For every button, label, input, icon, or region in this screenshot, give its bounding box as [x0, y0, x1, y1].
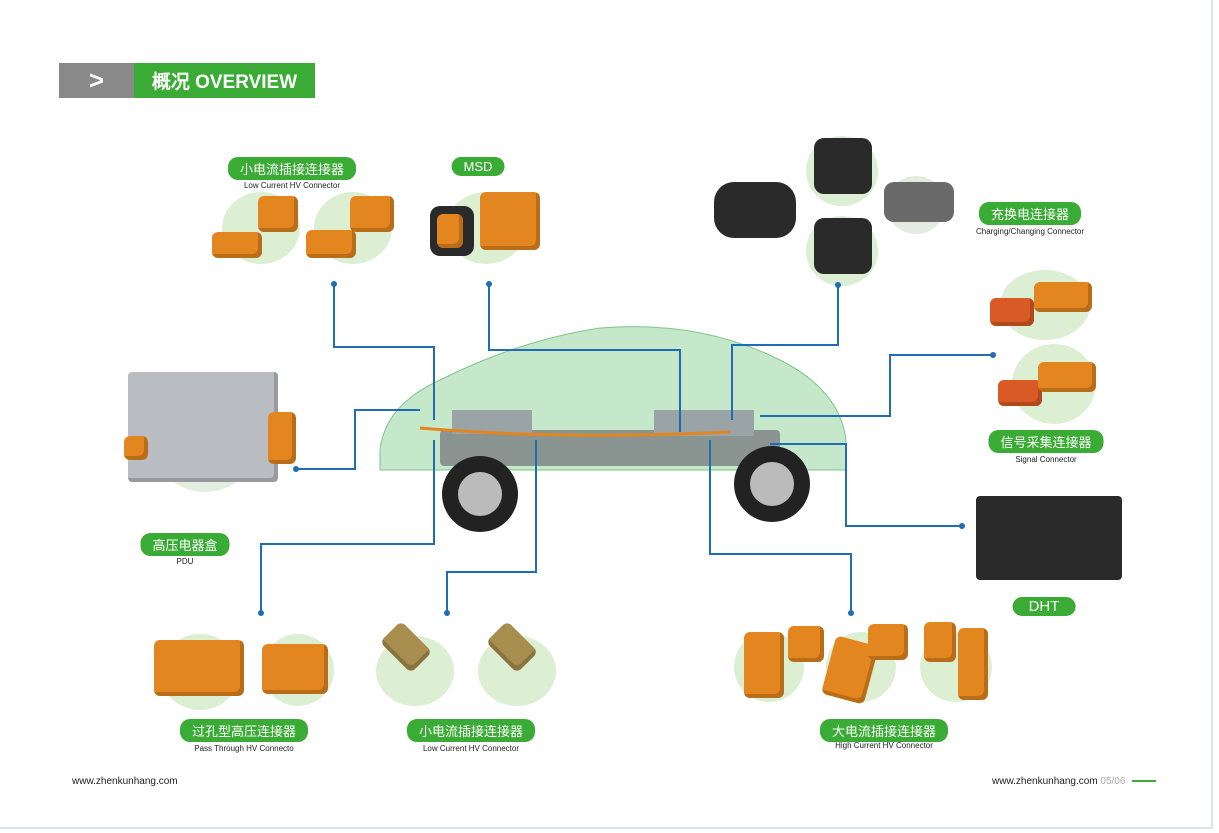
footer-url-left[interactable]: www.zhenkunhang.com [72, 776, 178, 787]
sublabel-pass-through: Pass Through HV Connecto [194, 744, 294, 753]
section-title: 概况 OVERVIEW [134, 63, 315, 98]
footer-right: www.zhenkunhang.com 05/06 [992, 776, 1157, 787]
footer-accent-line [1132, 780, 1157, 783]
label-low-current-bottom: 小电流插接连接器 [406, 719, 536, 742]
page-number: 05/06 [1100, 776, 1126, 787]
sublabel-charging: Charging/Changing Connector [975, 227, 1085, 236]
leader-lines [260, 284, 993, 613]
chevron-right-icon: > [59, 63, 134, 98]
sublabel-low-current-bottom: Low Current HV Connector [422, 744, 520, 753]
footer-url-right[interactable]: www.zhenkunhang.com [992, 776, 1098, 787]
leader-dots [258, 281, 996, 616]
sublabel-high-current: High Current HV Connector [835, 741, 933, 750]
label-low-current-top: 小电流插接连接器 [227, 157, 357, 180]
label-dht: DHT [1012, 597, 1076, 616]
sublabel-low-current-top: Low Current HV Connector [243, 181, 341, 190]
label-signal: 信号采集连接器 [988, 430, 1104, 453]
label-pdu: 高压电器盒 [140, 533, 230, 556]
section-header: > 概况 OVERVIEW [59, 63, 315, 98]
battery-pack [440, 430, 780, 466]
label-charging: 充换电连接器 [978, 202, 1082, 225]
label-high-current: 大电流插接连接器 [819, 719, 949, 742]
label-msd: MSD [451, 157, 505, 176]
label-pass-through: 过孔型高压连接器 [179, 719, 309, 742]
sublabel-pdu: PDU [176, 557, 194, 566]
sublabel-signal: Signal Connector [1015, 455, 1077, 464]
